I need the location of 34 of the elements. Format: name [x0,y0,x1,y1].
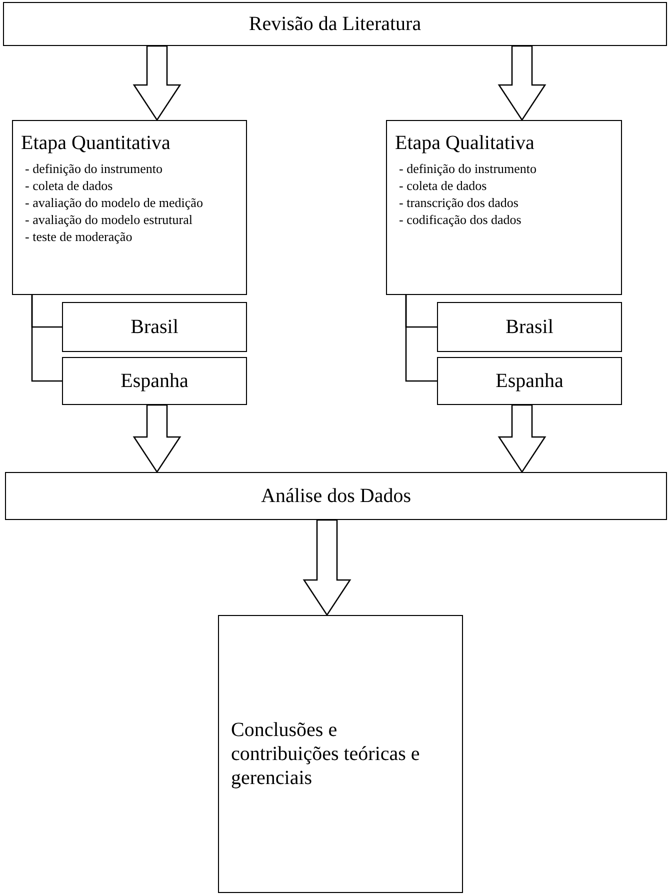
box-title: Conclusões e contribuições teóricas e gerenciais [231,718,421,790]
box-title: Etapa Quantitativa [21,131,170,155]
box-title: Análise dos Dados [261,484,411,508]
list-item: - transcrição dos dados [398,194,518,212]
process-box [218,615,463,893]
connector-line [405,295,437,382]
hollow-arrow [302,519,352,616]
list-item: - avaliação do modelo estrutural [24,212,192,229]
box-title: Revisão da Literatura [248,12,422,36]
process-box [386,120,622,295]
hollow-arrow [498,45,546,122]
process-box [437,357,622,405]
hollow-arrow [498,404,546,474]
hollow-arrow [132,45,182,122]
process-box [12,120,247,295]
box-title: Brasil [506,315,554,339]
list-item: - teste de moderação [24,228,132,246]
list-item: - codificação dos dados [398,212,522,229]
process-box [62,357,247,405]
process-box [5,472,667,520]
box-title: Brasil [130,315,178,339]
list-item: - coleta de dados [24,178,113,195]
process-box [3,2,667,46]
box-title: Espanha [496,369,564,393]
process-box [437,302,622,352]
list-item: - definição do instrumento [24,161,163,178]
connector-line [31,295,62,382]
hollow-arrow [132,404,182,474]
list-item: - coleta de dados [398,178,487,195]
list-item: - definição do instrumento [398,161,537,178]
list-item: - avaliação do modelo de medição [24,194,203,212]
process-box [62,302,247,352]
box-title: Espanha [120,369,188,393]
box-title: Etapa Qualitativa [395,131,534,155]
